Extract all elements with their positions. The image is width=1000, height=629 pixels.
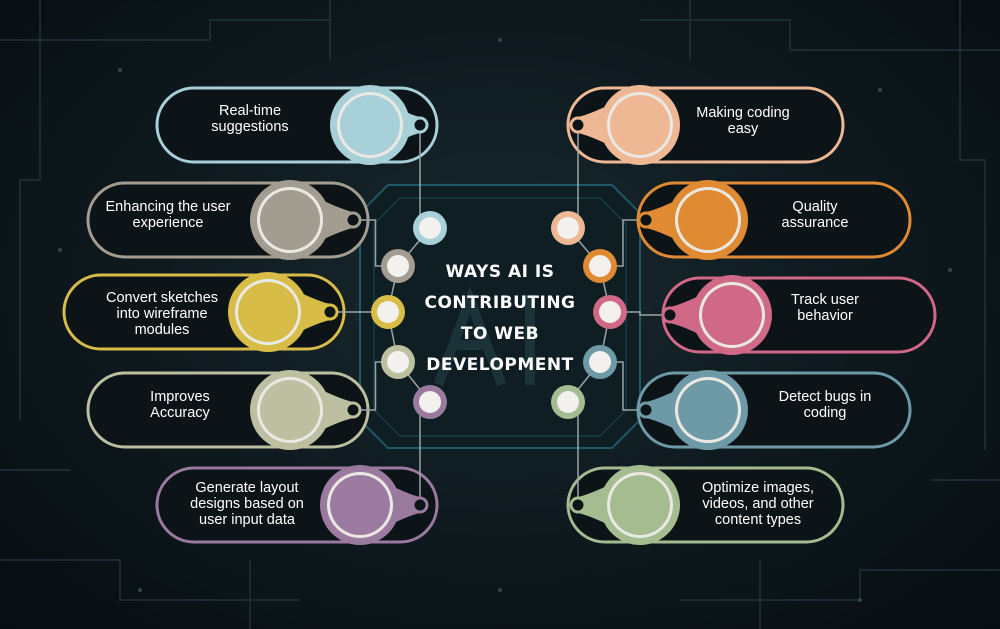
title-line: DEVELOPMENT xyxy=(426,355,574,375)
left-item-5-node-core xyxy=(419,391,441,413)
left-item-3-label: Convert sketches into wireframe modules xyxy=(105,290,219,338)
right-item-1-label: Making coding easy xyxy=(696,105,790,137)
left-item-4-label: Improves Accuracy xyxy=(150,389,210,421)
left-item-5-tab-dot xyxy=(411,496,429,514)
right-item-1-tab-dot xyxy=(569,116,587,134)
left-item-2-bubble-core xyxy=(260,190,320,250)
left-item-3-node-core xyxy=(377,301,399,323)
right-item-5-tab-dot xyxy=(569,496,587,514)
chip-outline xyxy=(359,184,641,449)
left-item-4-bubble-core xyxy=(260,380,320,440)
left-item-4-node-core xyxy=(387,351,409,373)
right-item-1-bubble-core xyxy=(610,95,670,155)
left-item-1-bubble-core xyxy=(340,95,400,155)
left-item-1-label: Real-time suggestions xyxy=(211,103,289,135)
right-item-3-bubble-core xyxy=(702,285,762,345)
left-item-5-bubble-core xyxy=(330,475,390,535)
title-line: TO WEB xyxy=(460,324,540,344)
title-line: WAYS AI IS xyxy=(445,262,555,282)
left-item-2-label: Enhancing the user experience xyxy=(105,199,231,231)
ai-watermark xyxy=(433,285,535,387)
title-line: CONTRIBUTING xyxy=(424,293,576,313)
left-item-1-tab-dot xyxy=(411,116,429,134)
left-item-2-tab-dot xyxy=(344,211,362,229)
right-item-4-tab-dot xyxy=(637,401,655,419)
chip-inner-outline xyxy=(373,197,627,437)
right-item-3-label: Track user behavior xyxy=(791,292,859,324)
left-item-4-tab-dot xyxy=(344,401,362,419)
title: WAYS AI IS CONTRIBUTING TO WEB DEVELOPME… xyxy=(412,257,588,381)
left-item-3-bubble-core xyxy=(238,282,298,342)
right-item-5-label: Optimize images, videos, and other conte… xyxy=(701,480,814,528)
left-item-5-label: Generate layout designs based on user in… xyxy=(190,480,304,528)
left-item-1-node-core xyxy=(419,217,441,239)
left-item-3-tab-dot xyxy=(321,303,339,321)
left-item-2-node-core xyxy=(387,255,409,277)
right-item-2-label: Quality assurance xyxy=(781,199,849,231)
right-item-2-bubble-core xyxy=(678,190,738,250)
right-item-3-tab-dot xyxy=(661,306,679,324)
right-item-2-tab-dot xyxy=(637,211,655,229)
right-item-5-bubble-core xyxy=(610,475,670,535)
right-item-5-node-core xyxy=(557,391,579,413)
right-item-4-bubble-core xyxy=(678,380,738,440)
right-item-3-node-core xyxy=(599,301,621,323)
right-item-2-node-core xyxy=(589,255,611,277)
right-item-4-label: Detect bugs in coding xyxy=(778,389,872,421)
right-item-4-node-core xyxy=(589,351,611,373)
right-item-1-node-core xyxy=(557,217,579,239)
